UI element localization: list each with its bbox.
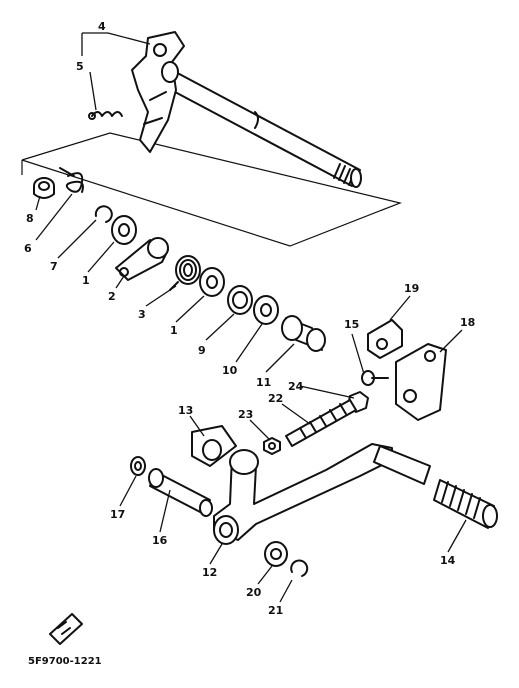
label-part-18: 18 — [460, 316, 475, 329]
washer-part-10 — [253, 295, 279, 325]
joint-part-19 — [367, 319, 403, 359]
label-part-14: 14 — [440, 554, 456, 567]
label-part-11: 11 — [256, 376, 271, 389]
label-part-21: 21 — [268, 604, 283, 617]
label-part-10: 10 — [222, 364, 238, 377]
pedal-rubber-part-14 — [433, 479, 498, 529]
circlip-part-21 — [290, 559, 309, 577]
label-part-8: 8 — [26, 212, 34, 225]
washer-part-20 — [264, 541, 288, 567]
tie-rod-part-22 — [285, 399, 357, 447]
joint-part-18 — [395, 343, 447, 421]
part-labels: 4 5 8 6 7 1 2 3 1 9 10 11 15 19 18 24 22… — [24, 20, 475, 617]
oil-seal-part-9 — [227, 285, 253, 315]
label-part-23: 23 — [238, 408, 253, 421]
group-outline — [21, 132, 402, 247]
label-part-5: 5 — [76, 60, 84, 73]
front-arrow-icon — [49, 613, 83, 645]
shift-shaft — [131, 31, 362, 188]
washer-part-1-lower — [199, 267, 225, 297]
label-part-12: 12 — [202, 566, 217, 579]
label-part-7: 7 — [50, 260, 58, 273]
bolt-part-15 — [361, 370, 389, 386]
spring-part-6 — [59, 167, 84, 193]
label-part-19: 19 — [404, 282, 419, 295]
washer-part-1-upper — [111, 215, 137, 245]
collar-part-8 — [33, 177, 55, 199]
label-part-1-lower: 1 — [170, 324, 178, 337]
circlip-part-7 — [94, 205, 113, 223]
sleeve-part-11 — [281, 315, 326, 352]
washer-part-17 — [130, 456, 146, 476]
leader-lines — [35, 32, 467, 603]
nut-part-23 — [263, 437, 281, 455]
label-part-15: 15 — [344, 318, 359, 331]
pivot-shaft-part-16 — [148, 468, 213, 517]
label-part-16: 16 — [152, 534, 168, 547]
label-part-13: 13 — [178, 404, 193, 417]
label-part-22: 22 — [268, 392, 283, 405]
label-part-1-upper: 1 — [82, 274, 90, 287]
rod-end-part-13 — [191, 425, 237, 467]
label-part-17: 17 — [110, 508, 125, 521]
label-part-2: 2 — [108, 290, 116, 303]
label-part-6: 6 — [24, 242, 32, 255]
label-part-3: 3 — [138, 308, 146, 321]
label-part-4: 4 — [98, 20, 106, 33]
torsion-spring-part-3 — [169, 255, 201, 291]
label-part-9: 9 — [198, 344, 206, 357]
reference-code: 5F9700-1221 — [28, 656, 102, 667]
stopper-lever-part-2 — [115, 237, 169, 281]
small-spring-part-5 — [88, 111, 123, 120]
label-part-24: 24 — [288, 380, 304, 393]
shift-pedal-part-12 — [213, 443, 431, 545]
label-part-20: 20 — [246, 586, 262, 599]
